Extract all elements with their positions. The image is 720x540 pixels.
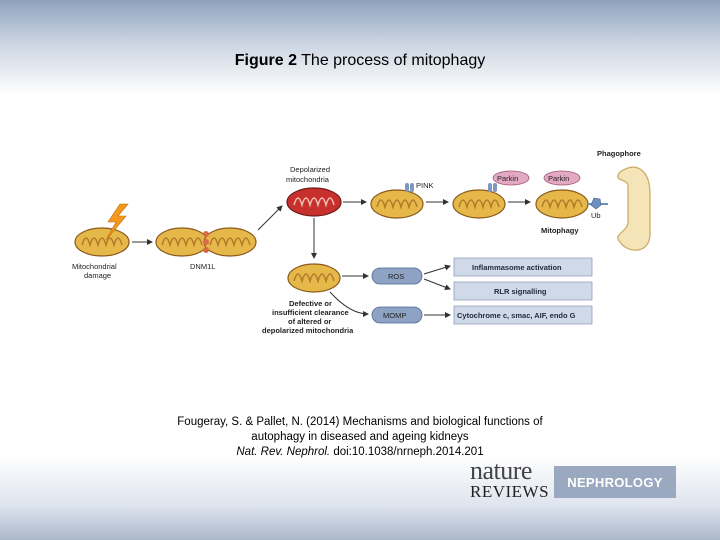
lightning-icon [105,203,129,241]
momp-pill [371,306,423,324]
label-depolarized-2: mitochondria [286,175,330,184]
label-defective-4: depolarized mitochondria [262,326,354,335]
phagophore-shape [617,166,651,251]
logo-nature: nature [470,456,532,485]
label-defective-2: insufficient clearance [272,308,349,317]
label-parkin-2: Parkin [548,174,569,183]
label-inflammasome: Inflammasome activation [472,263,562,272]
mitochondria-fission [155,227,257,257]
label-mitochondrial-damage-2: damage [84,271,111,280]
ub-icon [590,197,602,210]
figure-caption: The process of mitophagy [301,52,486,69]
figure-title: Figure 2 The process of mitophagy [0,52,720,70]
label-parkin-1: Parkin [497,174,518,183]
parkin-pill-1 [492,170,530,186]
label-dnm1l: DNM1L [190,262,215,271]
arrow-to-rlr [423,278,451,291]
arrow-to-inflammasome [423,264,451,275]
label-mitochondrial-damage-1: Mitochondrial [72,262,117,271]
label-ub: Ub [591,211,601,220]
parkin-pill-2 [543,170,581,186]
mitochondrion-parkin [452,183,506,219]
logo-reviews: REVIEWS [470,482,550,501]
logo-nephrology: NEPHROLOGY [554,466,676,498]
label-mitophagy: Mitophagy [541,226,579,235]
label-depolarized-1: Depolarized [290,165,330,174]
figure-number: Figure 2 [234,52,297,69]
citation-line-3: Nat. Rev. Nephrol. doi:10.1038/nrneph.20… [0,445,720,460]
citation-line-1: Fougeray, S. & Pallet, N. (2014) Mechani… [177,416,543,428]
citation: Fougeray, S. & Pallet, N. (2014) Mechani… [0,415,720,460]
cytochrome-box [453,305,593,325]
label-momp: MOMP [383,311,406,320]
label-pink: PINK [416,181,434,190]
ros-pill [371,267,423,285]
mitochondrion-pink [370,183,424,219]
label-rlr: RLR signalling [494,287,547,296]
label-ros: ROS [388,272,404,281]
mitochondrion-damaged [74,227,130,257]
arrow-to-depolarized [257,205,283,231]
mitochondrion-depolarized [286,187,342,217]
citation-doi: doi:10.1038/nrneph.2014.201 [330,446,484,458]
citation-journal: Nat. Rev. Nephrol. [236,446,331,458]
label-phagophore: Phagophore [597,149,641,158]
arrow-to-momp [329,291,369,317]
mitophagy-diagram: Mitochondrial damage DNM1L Depolarized m… [72,149,651,335]
label-defective-3: of altered or [288,317,331,326]
mitochondrion-mitophagy [535,189,589,219]
label-defective-1: Defective or [289,299,332,308]
inflammasome-box [453,257,593,277]
rlr-box [453,281,593,301]
citation-line-2: autophagy in diseased and ageing kidneys [251,431,469,443]
mitochondrion-defective [287,263,341,293]
label-cytochrome: Cytochrome c, smac, AIF, endo G [457,311,576,320]
